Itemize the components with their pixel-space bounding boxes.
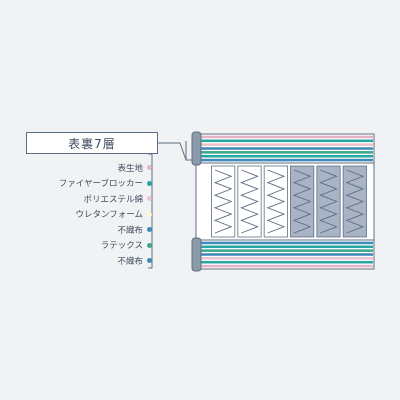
pad-stripe (197, 139, 373, 143)
legend-label: 表生地 (117, 163, 143, 174)
spring-coil (292, 169, 312, 234)
spring-coil (213, 169, 233, 234)
pad-stripe (197, 257, 373, 260)
pad-stripe (197, 158, 373, 162)
callout-line (158, 142, 192, 161)
pad-stripe (197, 264, 373, 268)
legend-dot (147, 227, 152, 233)
legend-label: ポリエステル綿 (83, 194, 143, 205)
pad-stripe (197, 241, 373, 245)
legend-label: ウレタンフォーム (75, 210, 144, 221)
legend-dot (147, 258, 152, 264)
layer-title: 表裏7層 (68, 136, 116, 151)
bottom-edge-cap (191, 237, 202, 272)
legend-dot (147, 242, 152, 248)
spring-coil (240, 169, 259, 234)
legend-item: ラテックス (40, 238, 152, 254)
pad-stripe (197, 253, 373, 256)
spring-coil (345, 169, 365, 234)
edge-caps (191, 131, 202, 272)
legend-dot (147, 211, 152, 217)
legend-item: ファイヤーブロッカー (40, 176, 152, 192)
spring-coil (266, 169, 286, 234)
legend-dot (147, 180, 152, 186)
layer-legend: 表生地 ファイヤーブロッカー ポリエステル綿 ウレタンフォーム 不織布 ラテック… (40, 160, 152, 269)
legend-label: 不織布 (117, 225, 143, 236)
pad-stripe (197, 249, 373, 252)
legend-label: ファイヤーブロッカー (58, 179, 143, 190)
legend-item: 不織布 (40, 222, 152, 238)
pad-stripe (197, 147, 373, 150)
top-edge-cap (191, 131, 202, 166)
legend-bracket (148, 153, 153, 269)
layer-title-box: 表裏7層 (26, 132, 158, 154)
legend-item: ウレタンフォーム (40, 207, 152, 223)
legend-item: 不織布 (40, 253, 152, 269)
pad-stripe (197, 260, 373, 264)
legend-dot (147, 196, 152, 202)
pad-stripe (197, 245, 373, 249)
legend-dot (147, 165, 152, 171)
pad-stripe (197, 154, 373, 158)
pocket-coil-core (195, 162, 375, 241)
legend-label: 不織布 (117, 256, 143, 267)
pad-stripe (197, 151, 373, 154)
legend-item: 表生地 (40, 160, 152, 176)
legend-item: ポリエステル綿 (40, 191, 152, 207)
pad-stripe (197, 143, 373, 146)
bottom-comfort-layer (195, 239, 375, 270)
callout-connector (148, 141, 192, 269)
spring-coil (319, 169, 338, 234)
legend-label: ラテックス (100, 241, 143, 252)
pad-stripe (197, 135, 373, 139)
top-comfort-layer (195, 133, 375, 164)
